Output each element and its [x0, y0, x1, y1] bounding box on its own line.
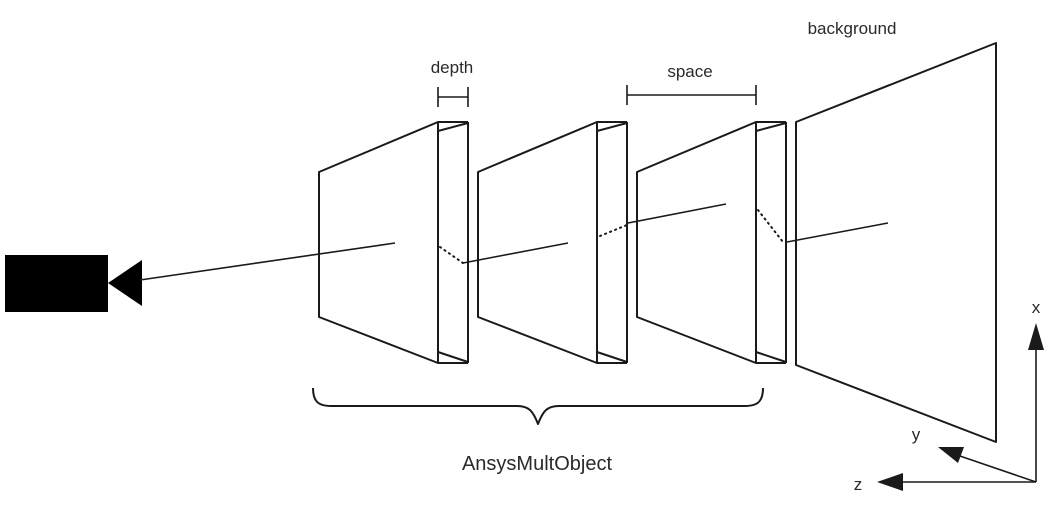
slab-3-front-face — [636, 121, 757, 364]
y-axis-arrowhead — [938, 447, 964, 463]
curly-brace — [312, 387, 764, 425]
background-plane — [795, 42, 997, 443]
ray-camera-to-slab-1 — [139, 242, 396, 281]
slab-2-top-inner-edge — [596, 122, 628, 132]
space-label: space — [667, 62, 712, 81]
x-axis-arrowhead — [1028, 323, 1044, 350]
ray-hidden-in-slab-3 — [757, 209, 784, 243]
y-axis-line — [956, 454, 1037, 483]
slab-2-bottom-inner-edge — [596, 351, 628, 363]
ray-slab-2-to-slab-3 — [627, 203, 727, 224]
slab-1-front-face — [318, 121, 439, 364]
depth-label: depth — [431, 58, 474, 77]
slab-2 — [477, 121, 628, 364]
ray-slab-3-to-background — [786, 222, 889, 243]
slab-2-front-face — [477, 121, 598, 364]
ray-hidden-in-slab-2 — [599, 224, 628, 237]
slab-3-bottom-inner-edge — [755, 351, 787, 363]
slab-1 — [318, 121, 469, 364]
slab-1-bottom-inner-edge — [437, 351, 469, 363]
y-axis-label: y — [912, 425, 921, 444]
background-plane-quad — [795, 42, 997, 443]
object-group-label: AnsysMultObject — [462, 453, 612, 475]
slab-3 — [636, 121, 787, 364]
z-axis-label: z — [854, 475, 863, 494]
ray-hidden-in-slab-1 — [439, 246, 464, 264]
z-axis-arrowhead — [877, 473, 903, 491]
x-axis-label: x — [1032, 298, 1041, 317]
depth-dimension: depth — [431, 58, 474, 107]
axes-triad-icon: x z y — [854, 298, 1044, 494]
background-label: background — [808, 19, 897, 38]
camera-icon — [5, 255, 142, 312]
camera-lens-cone — [108, 260, 142, 306]
camera-body — [5, 255, 108, 312]
ray-slab-1-to-slab-2 — [462, 242, 569, 264]
slab-3-top-inner-edge — [755, 122, 787, 132]
object-group-brace: AnsysMultObject — [312, 387, 764, 475]
view-ray — [139, 203, 889, 281]
space-dimension: space — [626, 62, 757, 105]
slab-1-top-inner-edge — [437, 122, 469, 132]
